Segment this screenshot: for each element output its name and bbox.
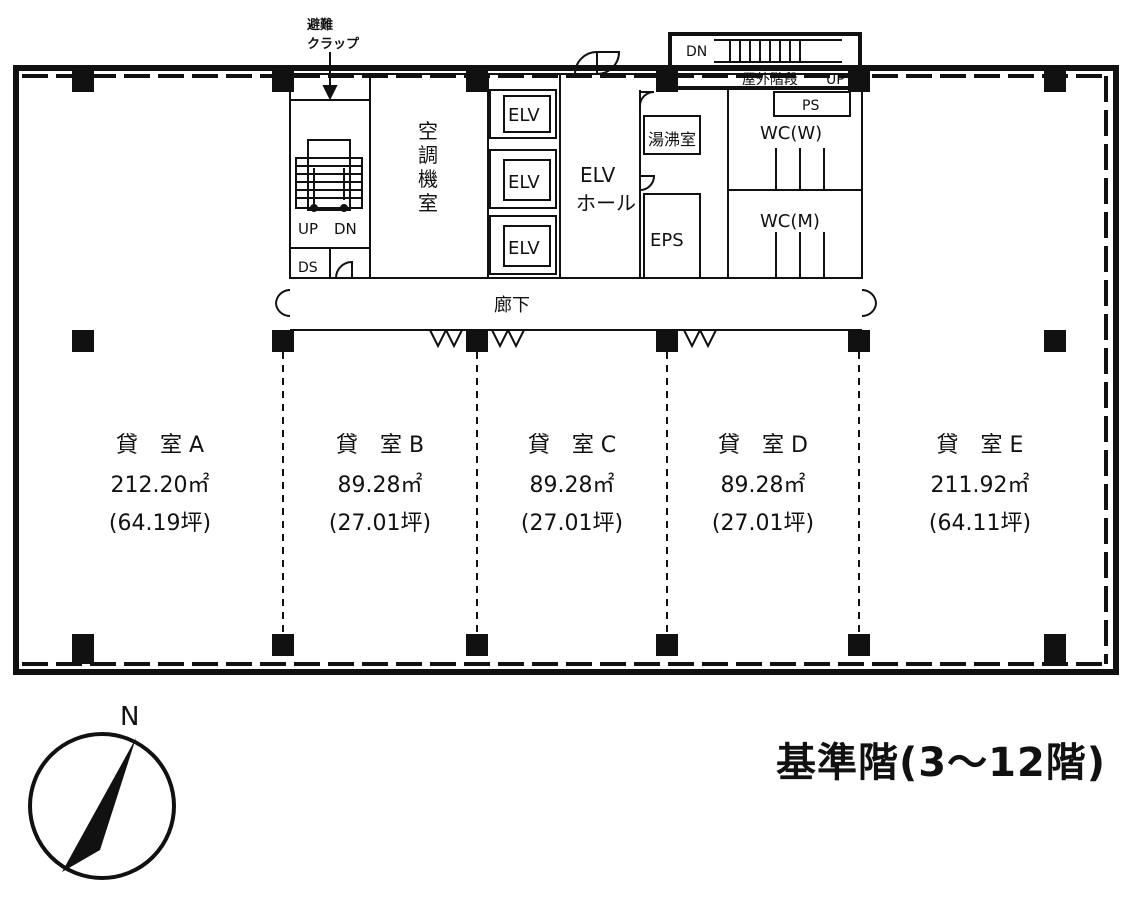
corridor-walls — [275, 277, 877, 349]
room-name: 貸 室 B — [336, 433, 424, 458]
room-name: 貸 室 D — [718, 433, 808, 458]
room-area: 212.20㎡ — [111, 472, 210, 498]
room-b: 貸 室 B 89.28㎡ (27.01坪) — [329, 433, 431, 536]
outdoor-dn-label: DN — [686, 44, 707, 60]
stairs-left — [295, 139, 363, 212]
evac-label-1: 避難 — [307, 17, 333, 33]
floor-title: 基準階(3〜12階) — [776, 740, 1107, 786]
kitchen-label: 湯沸室 — [648, 130, 696, 149]
eps-label: EPS — [650, 230, 684, 251]
outdoor-stairs — [668, 32, 862, 90]
compass — [28, 732, 176, 880]
room-area: 89.28㎡ — [721, 472, 806, 498]
ac-room-label-3: 機 — [418, 167, 438, 191]
outdoor-stairs-label: 屋外階段 — [742, 72, 798, 88]
room-name: 貸 室 E — [937, 433, 1024, 458]
room-c: 貸 室 C 89.28㎡ (27.01坪) — [521, 433, 623, 536]
service-rooms — [643, 91, 851, 279]
elv-label-1: ELV — [508, 105, 540, 126]
outdoor-up-label: UP — [826, 72, 845, 88]
elv-hall-label-1: ELV — [580, 163, 616, 187]
elv-label-3: ELV — [508, 238, 540, 259]
outer-walls — [13, 65, 1119, 675]
evac-label-2: クラップ — [307, 37, 360, 52]
ac-room-label-4: 室 — [418, 191, 438, 215]
partitions — [282, 352, 860, 634]
room-tsubo: (27.01坪) — [329, 511, 431, 536]
wc-m-label: WC(M) — [760, 211, 820, 232]
room-tsubo: (27.01坪) — [521, 511, 623, 536]
north-label: N — [120, 702, 140, 732]
ac-room-label-1: 空 — [418, 119, 438, 143]
room-area: 89.28㎡ — [530, 472, 615, 498]
elevators — [489, 89, 557, 275]
stairs-dn-label: DN — [334, 220, 357, 238]
room-name: 貸 室 A — [116, 433, 204, 458]
columns — [72, 70, 1066, 664]
toilets — [728, 148, 862, 278]
elv-label-2: ELV — [508, 172, 540, 193]
wc-w-label: WC(W) — [760, 123, 822, 144]
ps-label: PS — [802, 98, 819, 114]
room-area: 89.28㎡ — [338, 472, 423, 498]
ac-room-label-2: 調 — [418, 143, 438, 167]
room-tsubo: (27.01坪) — [712, 511, 814, 536]
ds-label: DS — [298, 260, 318, 276]
room-a: 貸 室 A 212.20㎡ (64.19坪) — [109, 433, 211, 536]
elv-hall-label-2: ホール — [576, 191, 636, 215]
room-e: 貸 室 E 211.92㎡ (64.11坪) — [929, 433, 1031, 536]
room-name: 貸 室 C — [528, 433, 616, 458]
room-tsubo: (64.19坪) — [109, 511, 211, 536]
room-tsubo: (64.11坪) — [929, 511, 1031, 536]
room-d: 貸 室 D 89.28㎡ (27.01坪) — [712, 433, 814, 536]
evac-arrow — [322, 52, 338, 101]
corridor-label: 廊下 — [494, 295, 530, 316]
room-area: 211.92㎡ — [931, 472, 1030, 498]
stairs-up-label: UP — [298, 220, 318, 238]
doors — [335, 50, 656, 279]
